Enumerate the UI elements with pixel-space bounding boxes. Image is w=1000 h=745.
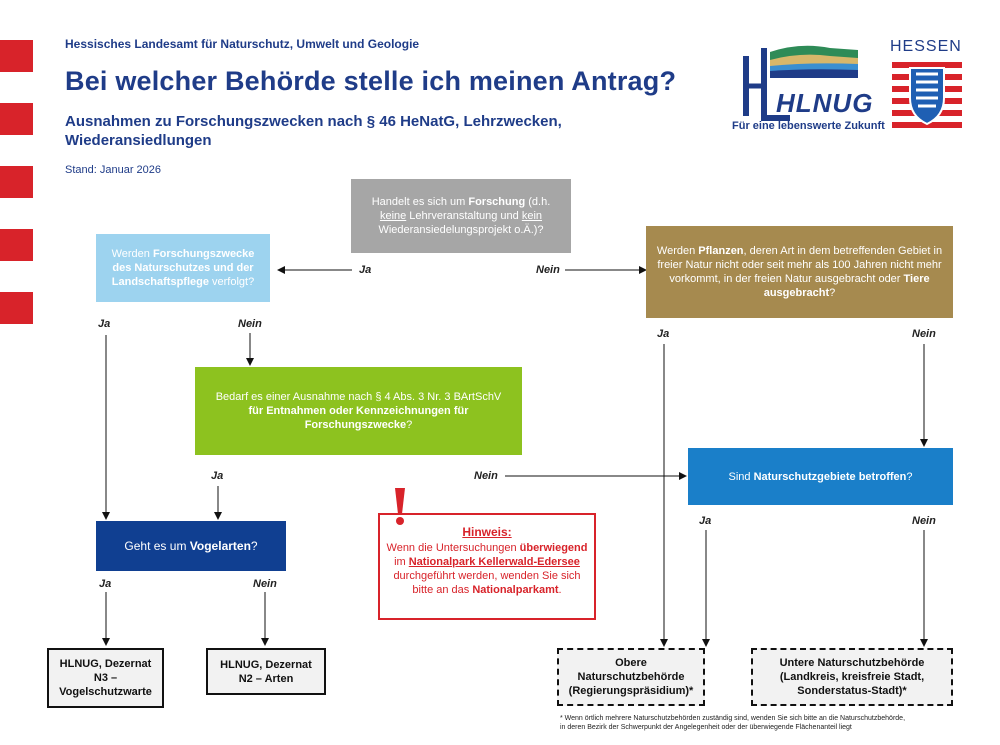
footnote: * Wenn örtlich mehrere Naturschutzbehörd… (560, 714, 980, 732)
label-nein-start: Nein (536, 264, 560, 276)
label-ja-ausnahme: Ja (211, 470, 224, 482)
hessen-coat-of-arms-icon (892, 60, 962, 130)
stand-date: Stand: Januar 2026 (65, 164, 162, 176)
decision-forschung-text: Handelt es sich um Forschung (d.h. keine… (371, 196, 551, 236)
decision-ausnahme-text: Bedarf es einer Ausnahme nach § 4 Abs. 3… (215, 391, 502, 431)
hessen-logo: HESSEN (888, 38, 968, 138)
decision-forschung: Handelt es sich um Forschung (d.h. keine… (351, 179, 571, 253)
label-ja-forschungszwecke: Ja (98, 318, 111, 330)
result-obere-naturschutzbehoerde: Obere Naturschutzbehörde (Regierungspräs… (557, 648, 705, 706)
hinweis-title: Hinweis: (462, 525, 512, 539)
hessen-logo-text: HESSEN (890, 38, 962, 55)
red-bar-2 (0, 103, 33, 135)
decision-vogelarten-text: Geht es um Vogelarten? (124, 539, 258, 553)
decision-pflanzen-tiere: Werden Pflanzen, deren Art in dem betref… (646, 226, 953, 318)
hinweis-box: Hinweis: Wenn die Untersuchungen überwie… (378, 513, 596, 620)
red-bar-5 (0, 292, 33, 324)
label-nein-vogelarten: Nein (253, 578, 277, 590)
decision-vogelarten: Geht es um Vogelarten? (96, 521, 286, 571)
label-nein-forschungszwecke: Nein (238, 318, 262, 330)
result-arten-text: HLNUG, Dezernat N2 – Arten (220, 658, 312, 685)
hlnug-logo-graphic (743, 45, 858, 121)
result-untere-naturschutzbehoerde: Untere Naturschutzbehörde (Landkreis, kr… (751, 648, 953, 706)
red-bar-3 (0, 166, 33, 198)
red-bar-1 (0, 40, 33, 72)
decision-forschungszwecke: Werden Forschungszwecke des Naturschutze… (96, 234, 270, 302)
hlnug-logo-text: HLNUG (776, 88, 874, 118)
decision-naturschutzgebiete-text: Sind Naturschutzgebiete betroffen? (728, 470, 913, 483)
label-ja-vogelarten: Ja (99, 578, 112, 590)
label-ja-naturschutzgebiete: Ja (699, 515, 712, 527)
label-ja-start: Ja (359, 264, 372, 276)
exclamation-icon (392, 488, 408, 528)
red-bar-4 (0, 229, 33, 261)
decision-pflanzen-tiere-text: Werden Pflanzen, deren Art in dem betref… (656, 245, 943, 299)
label-nein-ausnahme: Nein (474, 470, 498, 482)
label-ja-pflanzen: Ja (657, 328, 670, 340)
result-vogelschutzwarte-text: HLNUG, Dezernat N3 – Vogelschutzwarte (59, 658, 152, 698)
footnote-line-2: in deren Bezirk der Schwerpunkt der Ange… (560, 724, 852, 731)
hlnug-logo: HLNUG Für eine lebenswerte Zukunft (730, 38, 885, 138)
result-untere-text: Untere Naturschutzbehörde (Landkreis, kr… (779, 657, 925, 697)
label-nein-naturschutzgebiete: Nein (912, 515, 936, 527)
result-obere-text: Obere Naturschutzbehörde (Regierungspräs… (568, 657, 694, 697)
page-subtitle: Ausnahmen zu Forschungszwecken nach § 46… (65, 113, 562, 149)
decision-forschungszwecke-text: Werden Forschungszwecke des Naturschutze… (111, 248, 255, 288)
result-arten: HLNUG, Dezernat N2 – Arten (206, 648, 326, 695)
agency-name: Hessisches Landesamt für Naturschutz, Um… (65, 37, 420, 51)
label-nein-pflanzen: Nein (912, 328, 936, 340)
decision-naturschutzgebiete: Sind Naturschutzgebiete betroffen? (688, 448, 953, 505)
decision-ausnahme-bartschv: Bedarf es einer Ausnahme nach § 4 Abs. 3… (195, 367, 522, 455)
hlnug-slogan: Für eine lebenswerte Zukunft (732, 120, 885, 132)
footnote-line-1: * Wenn örtlich mehrere Naturschutzbehörd… (560, 715, 906, 722)
hinweis-text: Wenn die Untersuchungen überwiegend im N… (386, 542, 588, 596)
page-title: Bei welcher Behörde stelle ich meinen An… (65, 66, 677, 96)
result-vogelschutzwarte: HLNUG, Dezernat N3 – Vogelschutzwarte (47, 648, 164, 708)
